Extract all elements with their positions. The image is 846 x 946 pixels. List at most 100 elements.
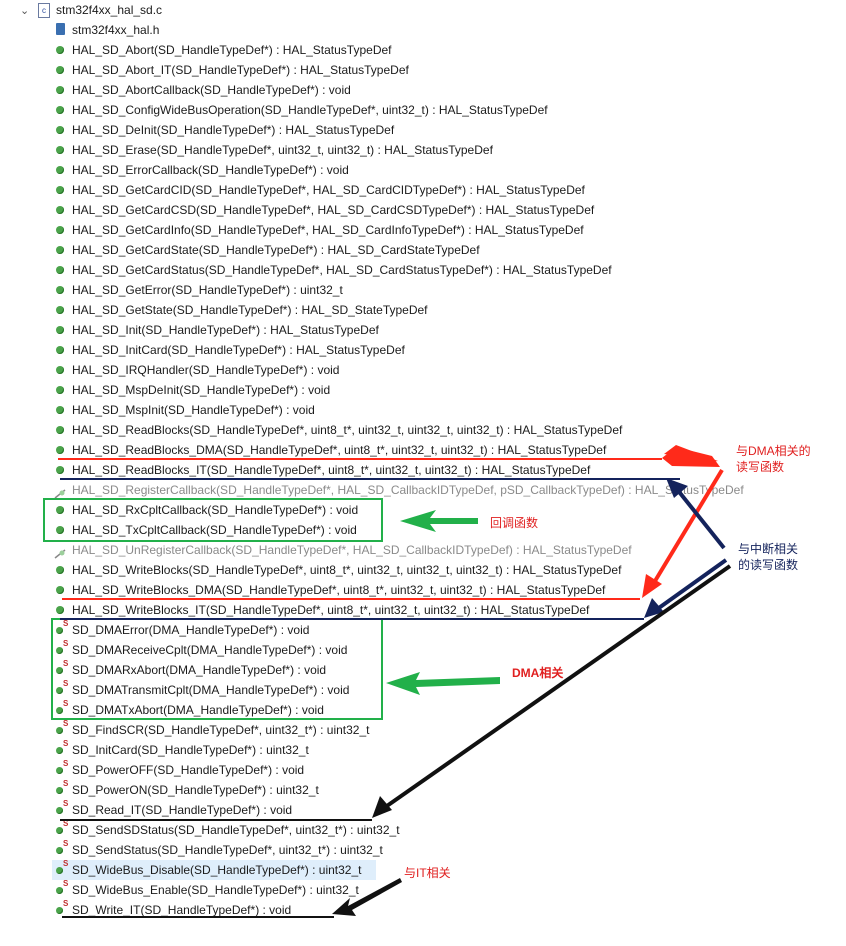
inactive-method-icon xyxy=(54,485,66,499)
function-label: HAL_SD_ErrorCallback(SD_HandleTypeDef*) … xyxy=(72,163,349,177)
function-label: SD_Read_IT(SD_HandleTypeDef*) : void xyxy=(72,803,293,817)
static-method-icon xyxy=(56,727,63,734)
static-method-icon xyxy=(56,787,63,794)
static-marker-icon: S xyxy=(63,879,69,888)
function-label: HAL_SD_GetState(SD_HandleTypeDef*) : HAL… xyxy=(72,303,428,317)
method-icon xyxy=(56,66,64,74)
static-marker-icon: S xyxy=(63,679,69,688)
static-method-icon xyxy=(56,907,63,914)
method-icon xyxy=(56,366,64,374)
function-label: HAL_SD_GetError(SD_HandleTypeDef*) : uin… xyxy=(72,283,343,297)
static-method-icon xyxy=(56,827,63,834)
include-name: stm32f4xx_hal.h xyxy=(72,23,160,37)
method-icon xyxy=(56,206,64,214)
method-icon xyxy=(56,266,64,274)
method-icon xyxy=(56,46,64,54)
method-icon xyxy=(56,166,64,174)
method-icon xyxy=(56,286,64,294)
method-icon xyxy=(56,246,64,254)
chevron-down-icon[interactable]: ⌄ xyxy=(20,5,30,17)
function-label: HAL_SD_ReadBlocks_IT(SD_HandleTypeDef*, … xyxy=(72,463,591,477)
navy-arrow-read-it-shaft xyxy=(674,486,726,550)
black-arrow-read-it-shaft xyxy=(382,564,732,810)
c-file-icon: c xyxy=(38,3,50,18)
method-icon xyxy=(56,606,64,614)
method-icon xyxy=(56,226,64,234)
method-icon xyxy=(56,386,64,394)
red-arrow-write-dma-shaft xyxy=(650,468,724,588)
static-marker-icon: S xyxy=(63,659,69,668)
static-method-icon xyxy=(56,707,63,714)
method-icon xyxy=(56,306,64,314)
function-label: HAL_SD_RegisterCallback(SD_HandleTypeDef… xyxy=(72,483,744,497)
method-icon xyxy=(56,146,64,154)
function-label: SD_DMATxAbort(DMA_HandleTypeDef*) : void xyxy=(72,703,324,717)
function-label: HAL_SD_ConfigWideBusOperation(SD_HandleT… xyxy=(72,103,548,117)
method-icon xyxy=(56,346,64,354)
method-icon xyxy=(56,186,64,194)
annotation-dma-related: DMA相关 xyxy=(512,666,564,680)
static-method-icon xyxy=(56,747,63,754)
function-label: HAL_SD_InitCard(SD_HandleTypeDef*) : HAL… xyxy=(72,343,405,357)
function-label: SD_DMARxAbort(DMA_HandleTypeDef*) : void xyxy=(72,663,327,677)
function-label: HAL_SD_MspInit(SD_HandleTypeDef*) : void xyxy=(72,403,315,417)
function-label: SD_SendStatus(SD_HandleTypeDef*, uint32_… xyxy=(72,843,383,857)
static-marker-icon: S xyxy=(63,759,69,768)
function-label: SD_DMAReceiveCplt(DMA_HandleTypeDef*) : … xyxy=(72,643,348,657)
method-icon xyxy=(56,466,64,474)
method-icon xyxy=(56,426,64,434)
function-label: HAL_SD_IRQHandler(SD_HandleTypeDef*) : v… xyxy=(72,363,340,377)
function-label: HAL_SD_GetCardCSD(SD_HandleTypeDef*, HAL… xyxy=(72,203,595,217)
function-label: HAL_SD_MspDeInit(SD_HandleTypeDef*) : vo… xyxy=(72,383,331,397)
function-label: HAL_SD_TxCpltCallback(SD_HandleTypeDef*)… xyxy=(72,523,357,537)
static-method-icon xyxy=(56,667,63,674)
method-icon xyxy=(56,106,64,114)
function-label: HAL_SD_Abort(SD_HandleTypeDef*) : HAL_St… xyxy=(72,43,392,57)
annotation-it-related: 与IT相关 xyxy=(404,866,451,880)
static-method-icon xyxy=(56,867,63,874)
red-arrow-read-dma-head xyxy=(662,447,720,467)
method-icon xyxy=(56,446,64,454)
static-method-icon xyxy=(56,767,63,774)
function-label: SD_WideBus_Enable(SD_HandleTypeDef*) : u… xyxy=(72,883,359,897)
static-marker-icon: S xyxy=(63,819,69,828)
function-label: HAL_SD_RxCpltCallback(SD_HandleTypeDef*)… xyxy=(72,503,359,517)
inactive-method-icon xyxy=(54,545,66,559)
method-icon xyxy=(56,526,64,534)
function-label: SD_Write_IT(SD_HandleTypeDef*) : void xyxy=(72,903,292,917)
black-arrow-write-it xyxy=(332,878,402,916)
static-marker-icon: S xyxy=(63,639,69,648)
function-label: HAL_SD_Abort_IT(SD_HandleTypeDef*) : HAL… xyxy=(72,63,409,77)
callback-box xyxy=(43,498,383,542)
static-marker-icon: S xyxy=(63,799,69,808)
function-label: SD_DMATransmitCplt(DMA_HandleTypeDef*) :… xyxy=(72,683,350,697)
navy-arrow-write-it-shaft xyxy=(654,558,728,612)
function-label: HAL_SD_Init(SD_HandleTypeDef*) : HAL_Sta… xyxy=(72,323,379,337)
function-label: SD_WideBus_Disable(SD_HandleTypeDef*) : … xyxy=(72,863,362,877)
function-label: HAL_SD_Erase(SD_HandleTypeDef*, uint32_t… xyxy=(72,143,493,157)
function-label: HAL_SD_WriteBlocks_DMA(SD_HandleTypeDef*… xyxy=(72,583,606,597)
function-label: HAL_SD_WriteBlocks_IT(SD_HandleTypeDef*,… xyxy=(72,603,590,617)
method-icon xyxy=(56,326,64,334)
function-label: HAL_SD_DeInit(SD_HandleTypeDef*) : HAL_S… xyxy=(72,123,395,137)
static-method-icon xyxy=(56,687,63,694)
green-arrow-dma xyxy=(386,672,500,695)
annotation-callback: 回调函数 xyxy=(490,516,539,530)
method-icon xyxy=(56,566,64,574)
navy-arrow-write-it-head xyxy=(644,598,664,618)
function-label: SD_InitCard(SD_HandleTypeDef*) : uint32_… xyxy=(72,743,309,757)
static-marker-icon: S xyxy=(63,619,69,628)
static-method-icon xyxy=(56,627,63,634)
annotation-it-rw: 与中断相关 的读写函数 xyxy=(738,542,799,572)
black-arrow-read-it-head xyxy=(372,796,392,818)
static-method-icon xyxy=(56,847,63,854)
green-arrow-callback xyxy=(400,510,478,532)
static-marker-icon: S xyxy=(63,859,69,868)
function-label: HAL_SD_GetCardState(SD_HandleTypeDef*) :… xyxy=(72,243,480,257)
function-label: SD_PowerON(SD_HandleTypeDef*) : uint32_t xyxy=(72,783,319,797)
function-label: HAL_SD_AbortCallback(SD_HandleTypeDef*) … xyxy=(72,83,351,97)
method-icon xyxy=(56,406,64,414)
static-marker-icon: S xyxy=(63,779,69,788)
